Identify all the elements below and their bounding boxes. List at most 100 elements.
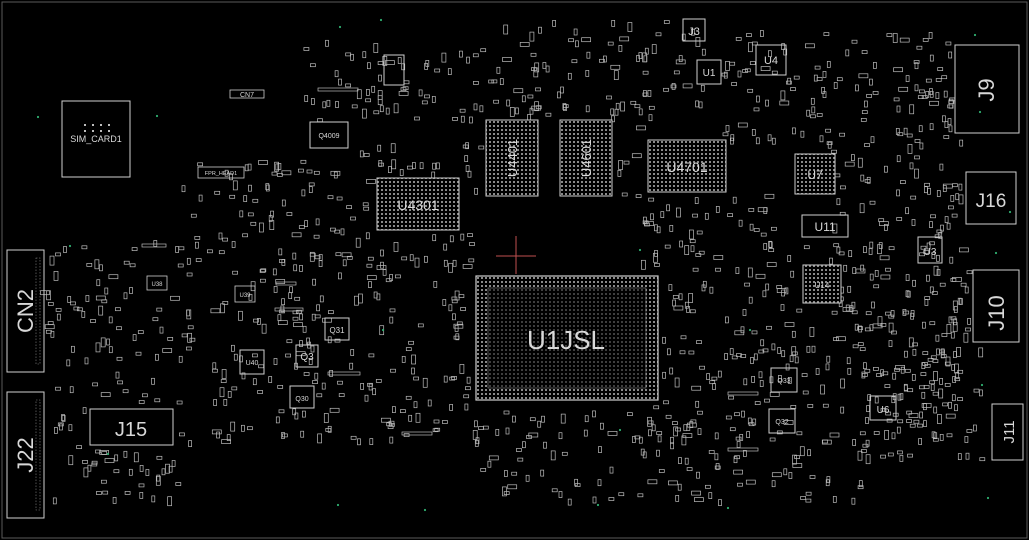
pad — [771, 70, 778, 75]
pad — [167, 496, 172, 507]
component-u14[interactable]: U14 — [802, 264, 842, 304]
pad — [465, 165, 470, 172]
component-u11[interactable]: U11 — [801, 214, 849, 238]
component-u40[interactable]: U40 — [239, 349, 265, 375]
pad — [929, 286, 934, 294]
pad — [186, 309, 190, 317]
pad — [673, 70, 680, 75]
pad — [505, 427, 510, 435]
pad — [610, 64, 621, 70]
pad — [740, 326, 745, 334]
pad — [388, 420, 395, 425]
pad — [933, 432, 938, 440]
pad — [686, 467, 693, 471]
pad — [313, 170, 320, 175]
component-q30[interactable]: Q30 — [289, 385, 315, 409]
component-u38[interactable]: U38 — [146, 275, 168, 291]
pad — [73, 306, 80, 311]
pad — [376, 265, 387, 270]
pad — [810, 97, 815, 105]
connector-j22[interactable]: J22 — [6, 391, 45, 519]
connector-sim-card[interactable]: SIM_CARD1 — [61, 100, 131, 178]
pad — [310, 63, 316, 68]
pad — [766, 262, 777, 267]
connector-cn2[interactable]: CN2 — [6, 249, 45, 373]
pad — [910, 312, 914, 320]
pad — [952, 376, 956, 383]
pad — [886, 418, 893, 423]
component-u39[interactable]: U39 — [234, 285, 256, 303]
pad — [953, 318, 958, 326]
pad — [917, 95, 924, 99]
via — [986, 496, 990, 500]
component-q3[interactable]: Q3 — [295, 344, 319, 368]
pad — [647, 90, 652, 97]
pad — [923, 250, 930, 254]
component-u6[interactable]: U6 — [869, 395, 897, 421]
component-q31[interactable]: Q31 — [324, 317, 350, 341]
component-u3[interactable]: U3 — [917, 236, 943, 264]
pad — [345, 52, 352, 57]
pad — [181, 185, 186, 193]
pad — [932, 359, 939, 363]
pad — [560, 413, 566, 424]
connector-j11[interactable]: J11 — [991, 403, 1024, 461]
pad — [907, 453, 913, 458]
connector-j16[interactable]: J16 — [965, 171, 1017, 225]
pad — [912, 348, 917, 356]
pad — [87, 464, 92, 472]
component-u4[interactable]: U4 — [755, 44, 787, 76]
pad — [840, 406, 845, 414]
pad — [822, 71, 827, 78]
pad — [832, 496, 837, 503]
component-u1jsl[interactable]: U1JSL — [475, 275, 659, 401]
pad — [953, 351, 957, 358]
component-u4401[interactable]: U4401 — [485, 119, 539, 197]
component-crystal[interactable] — [383, 54, 405, 86]
pad — [904, 350, 908, 358]
component-q33[interactable]: Q33 — [770, 367, 798, 393]
pad — [894, 367, 900, 372]
pad — [738, 219, 743, 227]
pad — [620, 101, 625, 112]
pad — [122, 389, 129, 394]
pad — [938, 388, 944, 399]
component-q32[interactable]: Q32 — [768, 408, 796, 434]
pad — [521, 95, 526, 103]
pad — [678, 457, 682, 464]
pad — [930, 384, 935, 391]
pad — [885, 311, 891, 316]
pad — [683, 424, 688, 432]
pad — [224, 169, 229, 177]
connector-cn7[interactable]: CN7 — [229, 89, 265, 99]
component-u1[interactable]: U1 — [696, 59, 722, 85]
component-u4701[interactable]: U4701 — [647, 139, 727, 193]
component-q4009[interactable]: Q4009 — [309, 121, 349, 149]
pad — [728, 395, 734, 400]
component-u4301[interactable]: U4301 — [376, 177, 460, 231]
connector-j10[interactable]: J10 — [972, 269, 1020, 343]
pad — [101, 299, 108, 304]
pad — [401, 256, 408, 261]
pad — [929, 380, 935, 385]
pad — [531, 67, 537, 71]
component-u4601[interactable]: U4601 — [559, 119, 613, 197]
via — [379, 18, 383, 22]
pad — [176, 400, 183, 405]
connector-fpr-head[interactable]: FPR_HEAD1 — [197, 166, 245, 179]
pad — [178, 246, 185, 251]
connector-j3[interactable]: J3 — [682, 18, 706, 42]
pad — [857, 342, 864, 346]
pad — [453, 323, 464, 329]
pad — [885, 267, 891, 272]
pad — [575, 40, 579, 48]
connector-j9[interactable]: J9 — [954, 44, 1020, 134]
component-u7[interactable]: U7 — [794, 153, 836, 195]
pad — [951, 394, 956, 402]
pad — [935, 92, 940, 99]
u1jsl-label: U1JSL — [527, 325, 605, 355]
pad — [81, 245, 88, 250]
connector-j15[interactable]: J15 — [89, 408, 174, 446]
